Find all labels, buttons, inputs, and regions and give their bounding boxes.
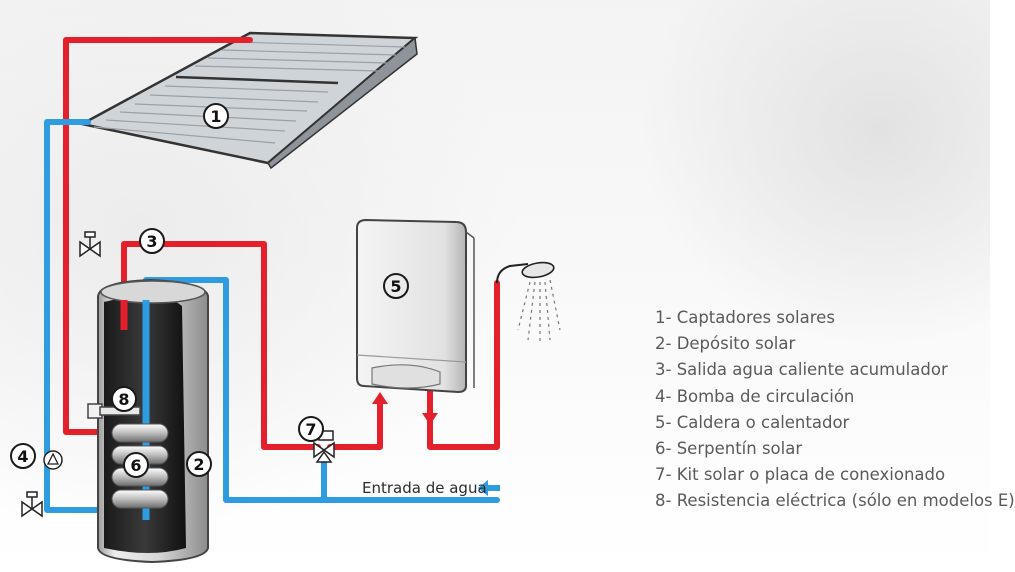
legend-item: 3- Salida agua caliente acumulador bbox=[655, 360, 948, 380]
shower-head-icon bbox=[496, 261, 561, 345]
solar-collectors bbox=[78, 31, 419, 170]
legend: 1- Captadores solares 2- Depósito solar … bbox=[655, 305, 1015, 515]
valve-icon bbox=[79, 231, 101, 258]
water-inlet-arrow-icon bbox=[478, 480, 500, 496]
arrow-up-icon bbox=[372, 392, 388, 404]
boiler bbox=[356, 218, 475, 394]
arrow-up-icon-stem bbox=[377, 403, 383, 413]
legend-item: 8- Resistencia eléctrica (sólo en modelo… bbox=[655, 491, 1015, 511]
callout-2: 2 bbox=[186, 451, 212, 477]
circulation-pump-icon bbox=[43, 450, 63, 470]
arrow-down-icon-stem bbox=[427, 404, 433, 414]
callout-3: 3 bbox=[139, 228, 165, 254]
legend-item: 5- Caldera o calentador bbox=[655, 412, 850, 432]
three-way-valve-icon bbox=[313, 430, 335, 463]
legend-item: 1- Captadores solares bbox=[655, 308, 835, 327]
water-inlet-label: Entrada de agua bbox=[362, 479, 487, 497]
callout-7: 7 bbox=[298, 416, 324, 442]
callout-1: 1 bbox=[203, 103, 229, 129]
arrow-down-icon bbox=[422, 413, 438, 425]
legend-item: 6- Serpentín solar bbox=[655, 439, 803, 459]
callout-8: 8 bbox=[111, 386, 137, 412]
callout-6: 6 bbox=[123, 452, 149, 478]
solar-hot-water-diagram bbox=[21, 31, 561, 564]
valve-icon bbox=[21, 491, 43, 518]
legend-item: 4- Bomba de circulación bbox=[655, 386, 855, 406]
callout-5: 5 bbox=[383, 273, 409, 299]
callout-4: 4 bbox=[10, 443, 36, 469]
solar-tank bbox=[97, 278, 209, 564]
legend-item: 7- Kit solar o placa de conexionado bbox=[655, 465, 946, 485]
legend-item: 2- Depósito solar bbox=[655, 334, 796, 354]
